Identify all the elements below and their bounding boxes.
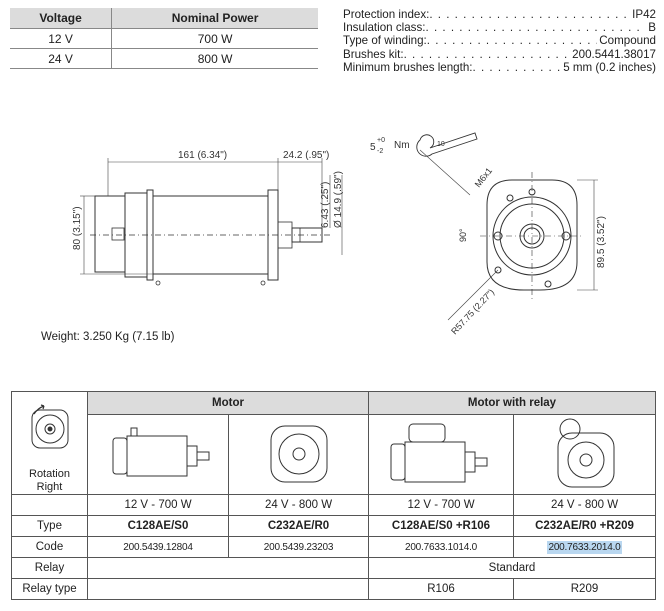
dim-shaft-length: 6.43 (.25") — [320, 182, 331, 228]
code-cell: 200.7633.2014.0 — [513, 536, 656, 558]
relay-group-header: Motor with relay — [368, 391, 656, 415]
relay-type-cell: R209 — [513, 578, 656, 600]
relay-type-label: Relay type — [11, 578, 88, 600]
code-label: Code — [11, 536, 88, 558]
wrench-number: 10 — [437, 141, 445, 148]
relay-value-cell: Standard — [368, 557, 656, 579]
power-cell: 700 W — [111, 28, 318, 49]
dim-height: 80 (3.15") — [72, 206, 83, 250]
relay-motor-image-12v — [368, 414, 514, 495]
technical-drawing: 161 (6.34") 24.2 (.95") 80 (3.15") 6.43 … — [72, 132, 607, 336]
rating-cell: 12 V - 700 W — [368, 494, 514, 516]
motor-end-image — [270, 425, 327, 483]
power-cell: 800 W — [111, 48, 318, 69]
thread-label: M6x1 — [473, 166, 494, 190]
dim-length: 161 (6.34") — [178, 150, 227, 161]
spec-value: IP42 — [632, 8, 656, 21]
voltage-cell: 12 V — [10, 28, 112, 49]
rotation-cell: Rotation Right — [11, 391, 88, 495]
selected-code-highlight[interactable]: 200.7633.2014.0 — [547, 540, 622, 554]
relay-type-empty-cell — [87, 578, 369, 600]
type-cell: C128AE/S0 — [87, 515, 229, 537]
relay-motor-end-image — [557, 418, 614, 488]
ratings-row-label — [11, 494, 88, 516]
motor-image-12v — [87, 414, 229, 495]
motor-end-view — [480, 172, 584, 300]
voltage-header: Voltage — [10, 8, 112, 29]
code-cell: 200.5439.23203 — [228, 536, 369, 558]
spec-value: 200.5441.38017 — [572, 47, 656, 61]
rating-cell: 24 V - 800 W — [228, 494, 369, 516]
wrench-icon: 10 — [416, 132, 478, 157]
voltage-power-table: Voltage Nominal Power 12 V 700 W 24 V 80… — [10, 8, 318, 69]
spec-value: B — [648, 21, 656, 35]
relay-motor-side-image — [390, 423, 488, 483]
torque-base: 5 — [370, 142, 376, 153]
spec-row: Insulation class: B — [343, 21, 656, 34]
rating-cell: 12 V - 700 W — [87, 494, 229, 516]
torque-sup: +0 — [377, 137, 385, 144]
spec-value: 5 mm (0.2 inches) — [563, 60, 656, 74]
spec-row: Brushes kit: 200.5441.38017 — [343, 48, 656, 61]
spec-label: Insulation class: — [343, 21, 426, 35]
spec-row: Protection index: IP42 — [343, 8, 656, 21]
dim-width: 89.5 (3.52") — [596, 216, 607, 268]
rotation-text: Rotation — [29, 468, 70, 480]
voltage-cell: 24 V — [10, 48, 112, 69]
type-cell: C232AE/R0 +R209 — [513, 515, 656, 537]
rating-cell: 24 V - 800 W — [513, 494, 656, 516]
spec-row: Minimum brushes length: 5 mm (0.2 inches) — [343, 61, 656, 74]
motor-side-view — [90, 189, 330, 286]
dimension-lines — [80, 158, 343, 275]
motor-table: Rotation Right Motor Motor with relay — [11, 391, 656, 600]
angle-label: 90° — [458, 228, 468, 242]
spec-label: Minimum brushes length: — [343, 60, 473, 74]
type-label: Type — [11, 515, 88, 537]
rotation-direction: Right — [36, 481, 63, 493]
type-cell: C128AE/S0 +R106 — [368, 515, 514, 537]
spec-value: Compound — [599, 34, 656, 48]
weight-label: Weight: 3.250 Kg (7.15 lb) — [41, 331, 175, 343]
motor-side-image — [112, 427, 210, 477]
spec-row: Type of winding: Compound — [343, 34, 656, 47]
torque-unit: Nm — [394, 140, 410, 151]
rotation-icon — [31, 404, 69, 449]
motor-image-24v — [228, 414, 369, 495]
dim-shaft: 24.2 (.95") — [283, 150, 329, 161]
relay-empty-cell — [87, 557, 369, 579]
spec-label: Protection index: — [343, 8, 430, 21]
spec-list: Protection index: IP42 Insulation class: B… — [343, 8, 656, 74]
torque-sub: -2 — [377, 148, 383, 155]
power-header: Nominal Power — [111, 8, 318, 29]
motor-group-header: Motor — [87, 391, 369, 415]
spec-label: Brushes kit: — [343, 47, 404, 61]
type-cell: C232AE/R0 — [228, 515, 369, 537]
dim-shaft-diameter: Ø 14.9 (.59") — [333, 171, 344, 228]
relay-motor-image-24v — [513, 414, 656, 495]
spec-label: Type of winding: — [343, 34, 427, 48]
code-cell: 200.5439.12804 — [87, 536, 229, 558]
relay-type-cell: R106 — [368, 578, 514, 600]
relay-label: Relay — [11, 557, 88, 579]
code-cell: 200.7633.1014.0 — [368, 536, 514, 558]
rotation-label: Rotation Right — [12, 468, 87, 494]
